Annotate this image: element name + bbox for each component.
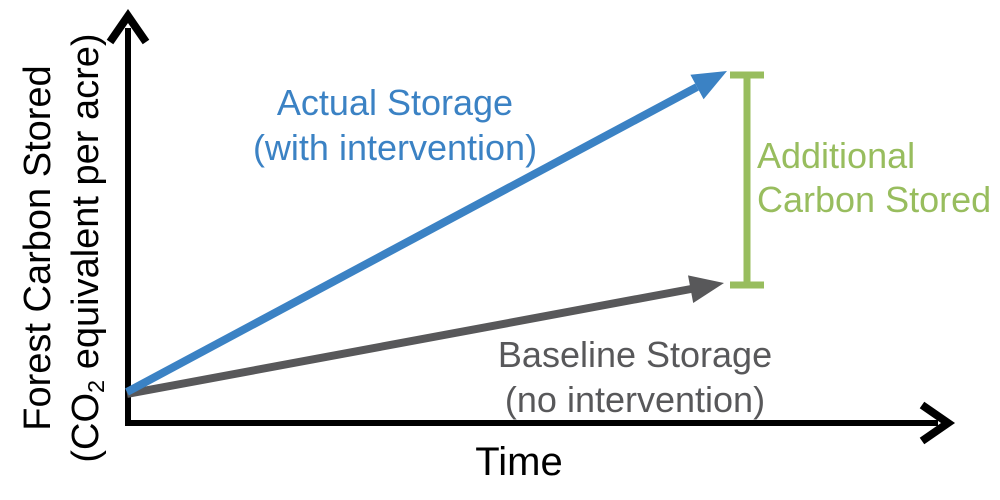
- x-axis-arrow-icon: [919, 401, 956, 445]
- baseline-storage-label: Baseline Storage (no intervention): [465, 332, 805, 422]
- y-axis-label-line1: Forest Carbon Stored: [17, 65, 59, 431]
- actual-storage-arrowhead-icon: [690, 71, 727, 100]
- x-axis-label: Time: [475, 440, 563, 484]
- y-axis-arrow-icon: [106, 8, 150, 45]
- baseline-storage-arrowhead-icon: [688, 275, 724, 303]
- actual-storage-label: Actual Storage (with intervention): [225, 80, 565, 170]
- actual-storage-line: [125, 83, 699, 396]
- baseline-storage-line: [126, 285, 692, 398]
- y-axis-label-line2-prefix: (CO: [65, 392, 107, 463]
- additional-carbon-label-line2: Carbon Stored: [757, 179, 992, 220]
- additional-carbon-label: Additional Carbon Stored: [757, 134, 1000, 222]
- y-axis-label: Forest Carbon Stored (CO2 equivalent per…: [14, 13, 114, 483]
- co2-subscript: 2: [82, 379, 109, 393]
- additional-carbon-label-line1: Additional: [757, 135, 916, 176]
- actual-storage-label-line1: Actual Storage: [276, 82, 514, 123]
- actual-storage-label-line2: (with intervention): [252, 127, 538, 168]
- y-axis-label-line2-suffix: equivalent per acre): [65, 33, 107, 380]
- baseline-storage-label-line1: Baseline Storage: [497, 334, 773, 375]
- y-axis-label-line2: (CO2 equivalent per acre): [62, 13, 120, 483]
- baseline-storage-label-line2: (no intervention): [504, 379, 766, 420]
